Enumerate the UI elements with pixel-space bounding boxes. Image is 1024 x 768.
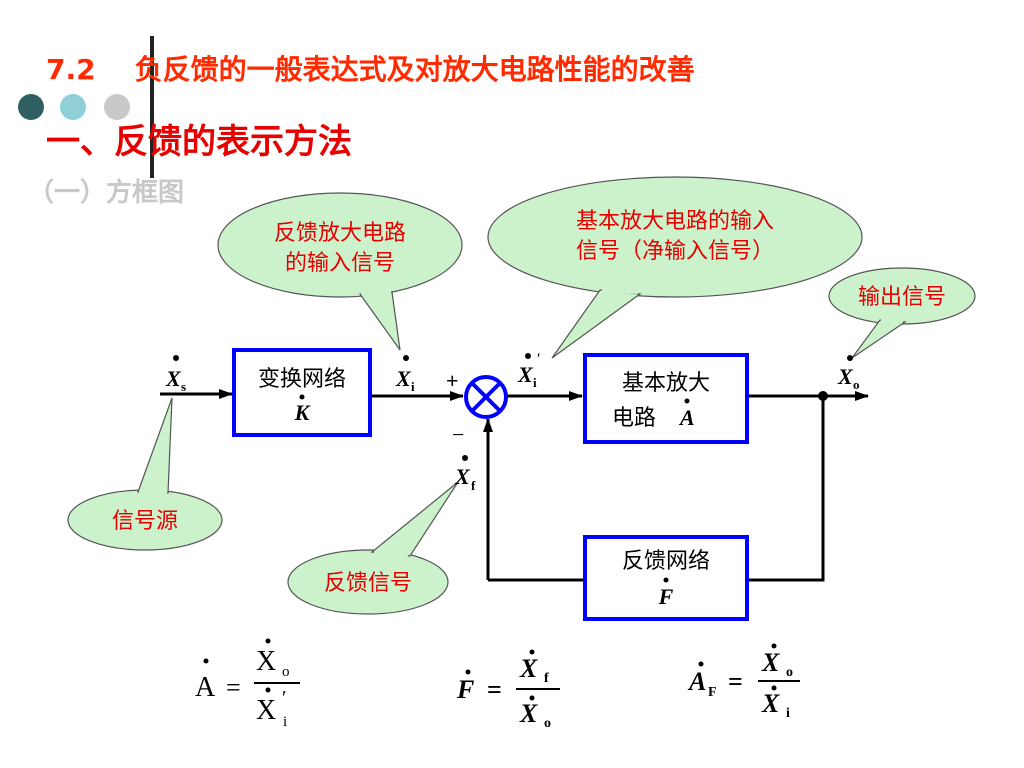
decor-dot-teal [60,94,86,120]
svg-text:i: i [283,714,287,730]
minus-sign: − [452,422,464,447]
block-symbol: F [658,584,674,609]
block-label: 反馈网络 [622,549,710,574]
callout-output-signal: 输出信号 [828,267,976,359]
subsection-heading: （一）方框图 [28,178,185,208]
svg-text:s: s [181,379,186,394]
svg-text:′: ′ [537,351,541,368]
svg-text:f: f [544,671,549,686]
feedback-line-right [749,396,825,582]
svg-text:X: X [519,699,538,728]
label-xi: X i [395,355,415,394]
block-symbol: K [294,400,311,425]
svg-text:o: o [544,716,551,731]
decor-dot-dark [18,94,44,120]
formula-open-loop-gain: A = X o X i ′ [195,638,300,730]
svg-text:i: i [786,706,790,721]
svg-text:F: F [456,675,474,704]
callout-text: 信号源 [112,509,178,534]
label-xi-prime: X i ′ [517,351,541,390]
svg-text:X: X [837,364,854,389]
svg-text:F: F [708,685,717,700]
svg-text:=: = [226,673,241,702]
svg-text:=: = [728,667,743,696]
block-label: 基本放大 [622,371,710,396]
svg-text:=: = [487,675,502,704]
svg-text:X: X [517,362,534,387]
svg-text:A: A [687,667,706,696]
block-label: 变换网络 [258,367,346,392]
summing-junction [464,375,508,419]
callout-text: 反馈信号 [324,571,412,596]
callout-text: 反馈放大电路 [274,221,406,246]
svg-text:X: X [519,654,538,683]
decor-dot-gray [104,94,130,120]
block-basic-amplifier: 基本放大 电路 A [583,353,749,444]
svg-text:X: X [256,695,276,726]
junction-dot [818,391,828,401]
svg-text:o: o [282,664,290,680]
svg-text:A: A [195,672,216,703]
callout-text: 基本放大电路的输入 [576,209,774,234]
callout-feedback-amp-input: 反馈放大电路 的输入信号 [217,192,463,351]
callout-signal-source: 信号源 [67,397,223,551]
plus-sign: + [446,368,459,393]
svg-text:o: o [786,665,793,680]
callout-feedback-signal: 反馈信号 [287,481,459,615]
svg-text:X: X [761,648,780,677]
callout-text: 的输入信号 [285,251,395,276]
svg-text:X: X [454,464,471,489]
svg-text:′: ′ [282,687,286,709]
svg-text:X: X [395,366,412,391]
callout-text: 信号（净输入信号） [576,239,774,264]
label-xf: X f [454,455,476,493]
formula-feedback-factor: F = X f X o [456,649,560,731]
formula-closed-loop-gain: A F = X o X i [687,643,800,721]
title-divider-bar [150,36,154,178]
section-heading: 一、反馈的表示方法 [46,122,352,162]
label-xs: X s [165,355,186,394]
block-transform-network: 变换网络 K [232,348,372,437]
slide-title: 7.2 负反馈的一般表达式及对放大电路性能的改善 [46,53,695,86]
svg-text:o: o [853,377,860,392]
svg-text:X: X [165,366,182,391]
svg-text:X: X [761,689,780,718]
svg-text:f: f [471,478,476,493]
svg-text:X: X [256,646,276,677]
label-xo: X o [837,355,860,392]
block-symbol: A [678,405,695,430]
block-label: 电路 [612,406,656,431]
svg-text:i: i [533,375,537,390]
callout-basic-amp-input: 基本放大电路的输入 信号（净输入信号） [487,176,863,359]
callout-text: 输出信号 [858,285,946,310]
block-feedback-network: 反馈网络 F [583,535,749,621]
svg-text:i: i [411,379,415,394]
